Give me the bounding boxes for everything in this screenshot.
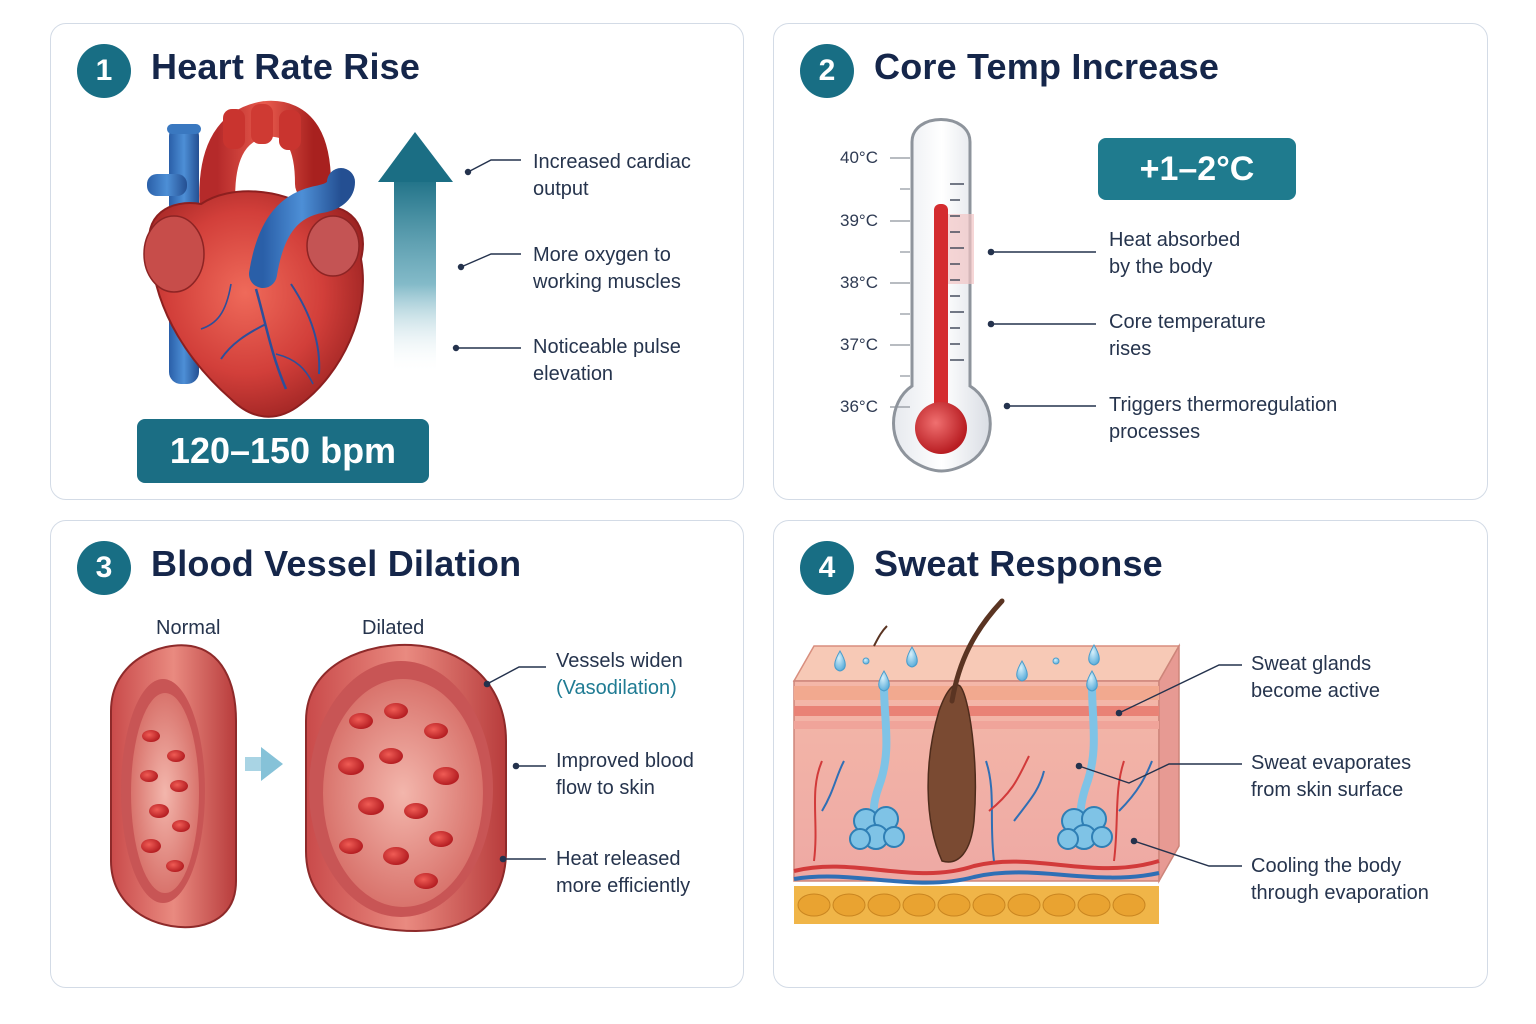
- temp-increase-value: +1–2°C: [1098, 138, 1296, 200]
- callout-oxygen: More oxygen to working muscles: [533, 244, 681, 293]
- hair-shaft: [949, 598, 1005, 704]
- step-badge-3: 3: [77, 541, 131, 595]
- panel-core-temp: 2 Core Temp Increase: [773, 23, 1488, 500]
- normal-vessel: [110, 644, 237, 929]
- callout-sweat-glands: Sweat glands become active: [1251, 653, 1380, 702]
- callout-core-temp: Core temperature rises: [1109, 311, 1266, 360]
- vessel-illustration: [110, 643, 546, 933]
- step-badge-2: 2: [800, 44, 854, 98]
- heart-illustration: [143, 100, 521, 418]
- callout-cardiac-output: Increased cardiac output: [533, 151, 691, 200]
- callout-heat-released: Heat released more efficiently: [556, 848, 691, 897]
- panel-title-vessel: Blood Vessel Dilation: [151, 543, 522, 584]
- scale-39: 39°C: [840, 211, 878, 230]
- up-arrow-icon: [378, 132, 453, 374]
- panel-vessel-dilation: 3 Blood Vessel Dilation Normal Dilated: [50, 520, 744, 988]
- panel-heart-rate: 1 Heart Rate Rise: [50, 23, 744, 500]
- thermometer-illustration: [890, 118, 1096, 473]
- scale-38: 38°C: [840, 273, 878, 292]
- right-arrow-icon: [245, 747, 283, 781]
- sweat-gland-left: [849, 806, 905, 850]
- step-badge-1: 1: [77, 44, 131, 98]
- callout-cooling: Cooling the body through evaporation: [1251, 855, 1429, 904]
- dilated-vessel: [305, 643, 507, 933]
- dilated-vessel-label: Dilated: [362, 617, 425, 639]
- hair-follicle: [927, 684, 977, 863]
- panel-title-temp: Core Temp Increase: [874, 46, 1220, 87]
- callout-thermoregulation: Triggers thermoregulation processes: [1109, 394, 1338, 443]
- mercury-column: [934, 204, 948, 424]
- scale-36: 36°C: [840, 397, 878, 416]
- panel-title-sweat: Sweat Response: [874, 543, 1163, 584]
- callout-heat-absorbed: Heat absorbed by the body: [1109, 229, 1241, 278]
- panel-sweat-response: 4 Sweat Response: [773, 520, 1488, 988]
- heart-rate-value: 120–150 bpm: [137, 419, 429, 483]
- callout-vasodilation: Vessels widen (Vasodilation): [556, 650, 683, 699]
- callout-blood-flow: Improved blood flow to skin: [556, 750, 694, 799]
- skin-cross-section-illustration: [792, 598, 1242, 924]
- callout-sweat-evaporates: Sweat evaporates from skin surface: [1251, 752, 1412, 801]
- pulmonary-artery: [249, 168, 355, 288]
- sweat-droplets: [834, 644, 1100, 692]
- normal-vessel-label: Normal: [156, 617, 221, 639]
- sweat-gland-right: [1057, 806, 1113, 850]
- step-badge-4: 4: [800, 541, 854, 595]
- scale-37: 37°C: [840, 335, 878, 354]
- scale-40: 40°C: [840, 148, 878, 167]
- panel-title-heart: Heart Rate Rise: [151, 46, 421, 87]
- callout-pulse: Noticeable pulse elevation: [533, 336, 681, 385]
